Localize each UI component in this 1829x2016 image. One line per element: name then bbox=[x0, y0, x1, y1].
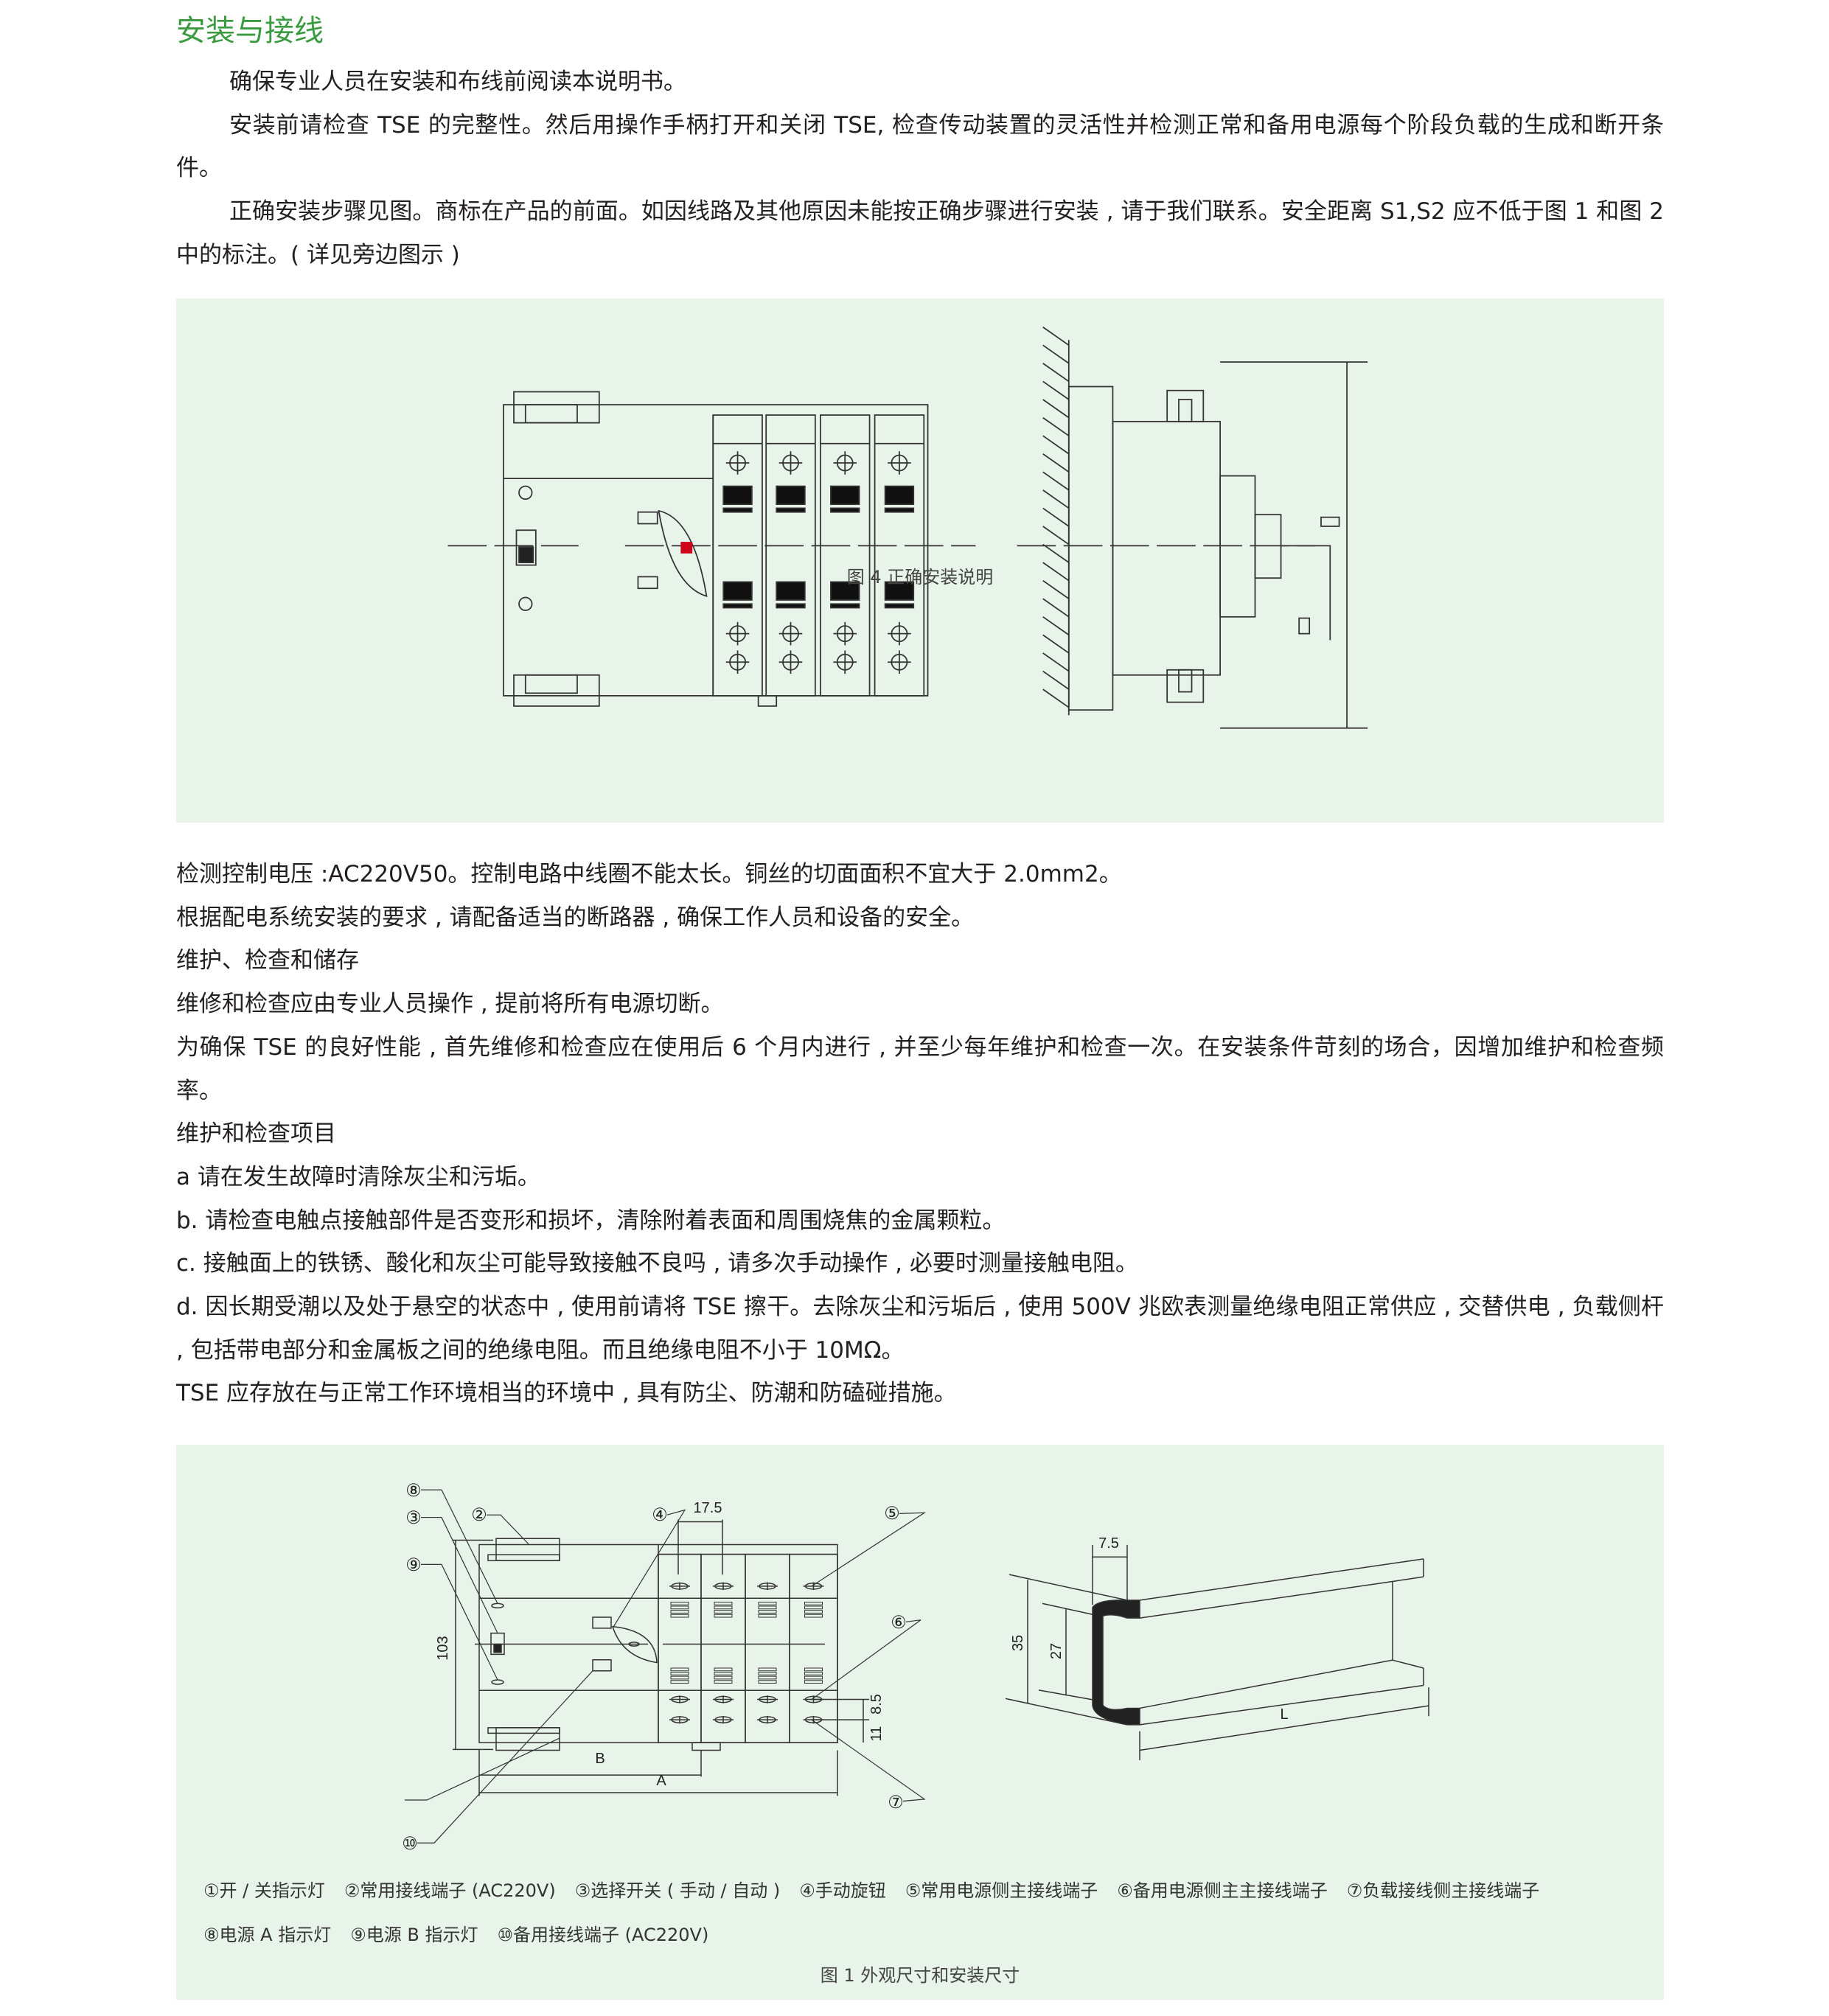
legend-item: ⑦负载接线侧主接线端子 bbox=[1346, 1880, 1540, 1901]
device-outline bbox=[475, 1538, 837, 1750]
dim-27: 27 bbox=[1048, 1643, 1065, 1659]
terminal-columns bbox=[658, 1555, 837, 1743]
dimension-labels: 17.5 103 8.5 11 B A 7.5 35 27 L bbox=[435, 1500, 1289, 1789]
wall-hatching bbox=[1042, 327, 1070, 708]
dimension-diagram: 17.5 103 8.5 11 B A 7.5 35 27 L ⑧ ③ ⑨ ② … bbox=[402, 1481, 1664, 1854]
legend-item: ⑤常用电源侧主接线端子 bbox=[905, 1880, 1098, 1901]
callout-5: ⑤ bbox=[884, 1504, 900, 1524]
dimension-lines bbox=[453, 1520, 869, 1796]
body-line: b. 请检查电触点接触部件是否变形和损坏，清除附着表面和周围烧焦的金属颗粒。 bbox=[176, 1207, 1006, 1234]
subheading: 维护和检查项目 bbox=[176, 1120, 336, 1148]
legend-item: ⑩备用接线端子 (AC220V) bbox=[497, 1925, 709, 1945]
body-line: c. 接触面上的铁锈、酸化和灰尘可能导致接触不良吗 , 请多次手动操作 , 必要… bbox=[176, 1250, 1138, 1277]
dim-35: 35 bbox=[1010, 1635, 1026, 1651]
figure-4-panel: 图 4 正确安装说明 bbox=[176, 299, 1664, 823]
maintenance-text: 检测控制电压 :AC220V50。控制电路中线圈不能太长。铜丝的切面面积不宜大于… bbox=[176, 853, 1664, 1415]
legend-item: ①开 / 关指示灯 bbox=[203, 1880, 325, 1901]
dim-B: B bbox=[595, 1751, 605, 1767]
callout-leaders bbox=[405, 1490, 924, 1843]
section-title: 安装与接线 bbox=[176, 14, 324, 48]
front-view bbox=[447, 391, 976, 707]
installation-diagram bbox=[447, 327, 1368, 729]
subheading: 维护、检查和储存 bbox=[176, 947, 359, 974]
figure-4-caption: 图 4 正确安装说明 bbox=[846, 567, 994, 587]
callout-7: ⑦ bbox=[888, 1793, 904, 1813]
body-line: 维修和检查应由专业人员操作 , 提前将所有电源切断。 bbox=[176, 991, 724, 1018]
body-line: 为确保 TSE 的良好性能 , 首先维修和检查应在使用后 6 个月内进行 , 并… bbox=[176, 1033, 1664, 1104]
intro-text: 确保专业人员在安装和布线前阅读本说明书。 安装前请检查 TSE 的完整性。然后用… bbox=[176, 60, 1664, 277]
legend-item: ②常用接线端子 (AC220V) bbox=[344, 1880, 556, 1901]
legend-item: ⑥备用电源侧主主接线端子 bbox=[1117, 1880, 1328, 1901]
figure-1-caption: 图 1 外观尺寸和安装尺寸 bbox=[820, 1965, 1020, 1986]
terminal-columns bbox=[712, 414, 925, 697]
body-line: 检测控制电压 :AC220V50。控制电路中线圈不能太长。铜丝的切面面积不宜大于… bbox=[176, 861, 1122, 887]
callout-4: ④ bbox=[652, 1505, 668, 1525]
intro-paragraph: 确保专业人员在安装和布线前阅读本说明书。 bbox=[229, 69, 686, 95]
dim-17-5: 17.5 bbox=[694, 1500, 722, 1516]
callout-10: ⑩ bbox=[402, 1834, 418, 1854]
legend-item: ④手动旋钮 bbox=[799, 1880, 886, 1901]
body-line: d. 因长期受潮以及处于悬空的状态中 , 使用前请将 TSE 擦干。去除灰尘和污… bbox=[176, 1294, 1664, 1364]
legend-item: ⑧电源 A 指示灯 bbox=[203, 1925, 332, 1945]
legend-item: ⑨电源 B 指示灯 bbox=[350, 1925, 478, 1945]
callout-labels: ⑧ ③ ⑨ ② ④ ⑤ ⑥ ⑦ ⑩ bbox=[402, 1481, 907, 1854]
intro-paragraph: 正确安装步骤见图。商标在产品的前面。如因线路及其他原因未能按正确步骤进行安装 ,… bbox=[176, 198, 1664, 268]
drawing-geometry bbox=[405, 1490, 1429, 1843]
din-rail bbox=[1006, 1545, 1429, 1760]
side-view bbox=[1017, 327, 1368, 729]
callout-3: ③ bbox=[405, 1508, 422, 1528]
dim-103: 103 bbox=[435, 1636, 451, 1660]
callout-8: ⑧ bbox=[405, 1481, 422, 1501]
dim-L: L bbox=[1280, 1706, 1288, 1723]
legend-row-2: ⑧电源 A 指示灯 ⑨电源 B 指示灯 ⑩备用接线端子 (AC220V) bbox=[203, 1920, 728, 1946]
figure-1-panel: 17.5 103 8.5 11 B A 7.5 35 27 L ⑧ ③ ⑨ ② … bbox=[176, 1445, 1664, 2000]
callout-9: ⑨ bbox=[405, 1555, 422, 1575]
callout-6: ⑥ bbox=[891, 1613, 907, 1633]
dim-A: A bbox=[656, 1773, 666, 1789]
dim-11: 11 bbox=[868, 1726, 885, 1742]
body-line: a 请在发生故障时清除灰尘和污垢。 bbox=[176, 1163, 540, 1190]
callout-2: ② bbox=[471, 1505, 487, 1525]
dim-8-5: 8.5 bbox=[868, 1694, 885, 1715]
body-line: TSE 应存放在与正常工作环境相当的环境中 , 具有防尘、防潮和防磕碰措施。 bbox=[176, 1380, 957, 1407]
legend-row-1: ①开 / 关指示灯 ②常用接线端子 (AC220V) ③选择开关 ( 手动 / 自动… bbox=[203, 1876, 1558, 1902]
body-line: 根据配电系统安装的要求 , 请配备适当的断路器 , 确保工作人员和设备的安全。 bbox=[176, 904, 975, 931]
intro-paragraph: 安装前请检查 TSE 的完整性。然后用操作手柄打开和关闭 TSE, 检查传动装置… bbox=[176, 111, 1664, 182]
dim-7-5: 7.5 bbox=[1098, 1535, 1119, 1552]
legend-item: ③选择开关 ( 手动 / 自动 ) bbox=[574, 1880, 781, 1901]
